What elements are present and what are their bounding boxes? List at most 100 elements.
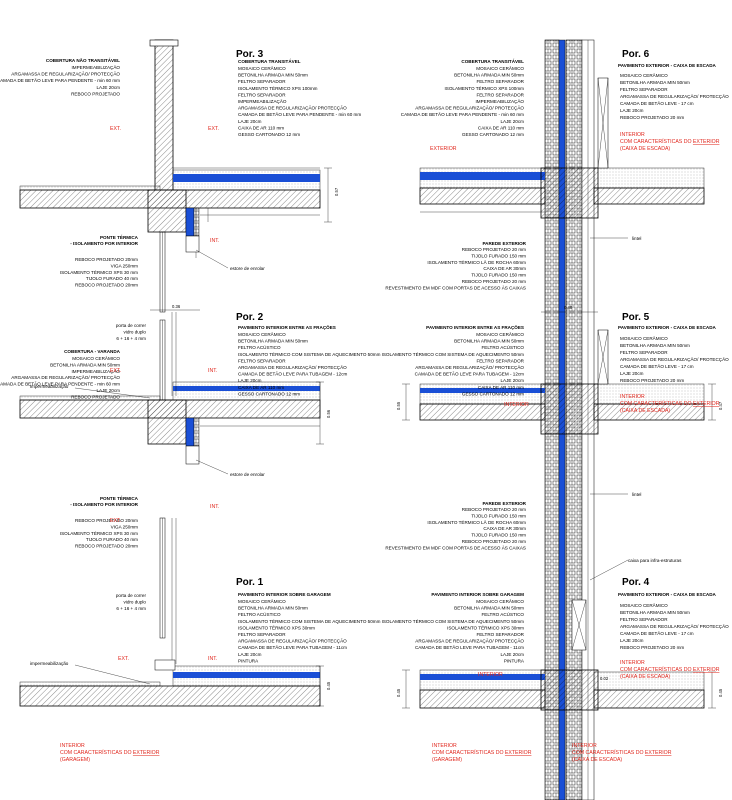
p4-dimension-left: 0.45: [396, 688, 401, 697]
p3-right-heading: COBERTURA TRANSITÁVEL: [238, 58, 301, 64]
note-line: IMPERMEABILIZAÇÃO: [72, 64, 121, 70]
note-line: ISOLAMENTO TÉRMICO COM SISTEMA DE AQUECI…: [382, 351, 525, 357]
note-line: ISOLAMENTO TÉRMICO XPS 100mm: [238, 85, 318, 91]
p6-exterior-label: EXTERIOR: [430, 146, 457, 152]
note-line: CAMADA DE BETÃO LEVE - 17 cm: [620, 100, 694, 106]
note-line: ARGAMASSA DE REGULARIZAÇÃO/ PROTECÇÃO: [620, 623, 729, 629]
p1-imperm-label: impermeabilização: [30, 661, 69, 666]
p6-insulation-layer: [420, 172, 545, 180]
note-line: IMPERMEABILIZAÇÃO: [238, 98, 287, 104]
p2-right-heading: PAVIMENTO INTERIOR ENTRE AS FRAÇÕES: [238, 324, 336, 330]
note-line: TIJOLO FURADO 40 mm: [86, 276, 138, 281]
note-line: CAMADA DE BETÃO LEVE - 17 cm: [620, 630, 694, 636]
p2-insulation-layer: [173, 386, 320, 391]
note-line: ISOLAMENTO TÉRMICO LÃ DE ROCHA 60mm: [427, 259, 526, 265]
p4-bottom-left-3: (GARAGEM): [432, 757, 462, 763]
p4-bottom-left-2: COM CARACTERÍSTICAS DO EXTERIOR: [432, 749, 532, 756]
note-line: CAIXA DE AR 110 mm: [238, 125, 284, 130]
note-line: BETONILHA ARMADA MIN 50mm: [620, 343, 690, 348]
p6-right-list: MOSAICO CERÂMICO BETONILHA ARMADA MIN 50m…: [620, 72, 729, 120]
p4-dimension-right: 0.45: [718, 688, 723, 697]
note-line: ARGAMASSA DE REGULARIZAÇÃO/ PROTECÇÃO: [415, 638, 524, 644]
note-line: BETONILHA ARMADA MIN 50mm: [238, 73, 308, 78]
note-line: LAJE 20cm: [501, 652, 525, 657]
note-line: ARGAMASSA DE REGULARIZAÇÃO/ PROTECÇÃO: [620, 93, 729, 99]
note-line: BETONILHA ARMADA MIN 50mm: [620, 80, 690, 85]
note-line: ISOLAMENTO TÉRMICO XPS 30mm: [447, 624, 524, 630]
p5-lintel-label: lintel: [632, 492, 641, 497]
note-line: PINTURA: [238, 658, 259, 663]
p2-estore-label: estore de enrolar: [230, 472, 265, 477]
p1-bottom-line-3: (GARAGEM): [60, 757, 90, 763]
note-line: FELTRO SEPARADOR: [476, 358, 524, 363]
note-line: MOSAICO CERÂMICO: [476, 65, 524, 71]
p3-bridge-heading-1: PONTE TÉRMICA: [100, 233, 139, 240]
note-line: ARGAMASSA DE REGULARIZAÇÃO/ PROTECÇÃO: [415, 364, 524, 370]
p6-right-heading: PAVIMENTO EXTERIOR - CAIXA DE ESCADA: [618, 63, 717, 68]
p1-ext-label: EXT.: [118, 656, 129, 662]
note-line: FELTRO ACÚSTICO: [238, 344, 281, 350]
p1-bottom-line-2: COM CARACTERÍSTICAS DO EXTERIOR: [60, 749, 160, 756]
p3-ext-label-right: EXT.: [208, 126, 219, 132]
note-line: MOSAICO CERÂMICO: [476, 331, 524, 337]
note-line: vidro duplo: [124, 600, 147, 605]
note-line: LAJE 20cm: [238, 378, 262, 383]
note-line: porta de correr: [116, 323, 147, 328]
note-line: REBOCO PROJETADO 20 mm: [620, 645, 684, 650]
note-line: ARGAMASSA DE REGULARIZAÇÃO/ PROTECÇÃO: [238, 364, 347, 370]
p2-title: Por. 2: [236, 312, 264, 323]
p5-slab: [419, 329, 705, 651]
p1-dimension: 0.45: [326, 681, 331, 690]
note-line: CAMADA DE BETÃO LEVE PARA TUBAGEM - 12cm: [238, 371, 348, 377]
p5-right-heading: PAVIMENTO EXTERIOR - CAIXA DE ESCADA: [618, 325, 717, 330]
note-line: GESSO CARTONADO 12 mm: [462, 132, 524, 137]
note-line: REBOCO PROJETADO: [71, 394, 120, 399]
note-line: CAMADA DE BETÃO LEVE PARA PENDENTE - min…: [0, 77, 120, 83]
note-line: ISOLAMENTO TÉRMICO COM SISTEMA DE AQUECI…: [238, 618, 381, 624]
note-line: BETONILHA ARMADA MIN 50mm: [50, 362, 120, 367]
p3-ext-label-left: EXT.: [110, 126, 121, 132]
note-line: FELTRO SEPARADOR: [620, 350, 668, 355]
note-line: CAIXA DE AR 110 mm: [238, 385, 284, 390]
p5-dimension-right: 0.47: [718, 401, 723, 410]
note-line: ISOLAMENTO TÉRMICO XPS 30mm: [238, 624, 315, 630]
note-line: REVESTIMENTO EM MDF COM PORTAS DE ACESSO…: [385, 544, 526, 550]
note-line: FELTRO SEPARADOR: [476, 632, 524, 637]
p3-left-heading: COBERTURA NÃO TRANSITÁVEL: [46, 57, 120, 63]
note-line: vidro duplo: [124, 330, 147, 335]
note-line: FELTRO SEPARADOR: [238, 92, 286, 97]
note-line: MOSAICO CERÂMICO: [238, 331, 286, 337]
note-line: LAJE 20cm: [501, 119, 525, 124]
note-line: REBOCO PROJETADO: [71, 91, 120, 96]
note-line: MOSAICO CERÂMICO: [620, 335, 668, 341]
p5-right-list: MOSAICO CERÂMICO BETONILHA ARMADA MIN 50m…: [620, 335, 729, 383]
p3-dimension: 0.57: [334, 187, 339, 196]
p3-int-label: INT.: [210, 238, 219, 244]
p4-bottom-right-1: INTERIOR: [572, 743, 597, 749]
p1-insulation-layer: [173, 672, 320, 678]
note-line: LAJE 20cm: [620, 638, 644, 643]
p4-bottom-left-1: INTERIOR: [432, 743, 457, 749]
note-line: TIJOLO FURADO 150 mm: [471, 273, 526, 278]
p2-dimension: 0.56: [326, 409, 331, 418]
p5-title: Por. 5: [622, 312, 650, 323]
note-line: CAMADA DE BETÃO LEVE PARA TUBAGEM - 12cm: [415, 371, 525, 377]
note-line: ARGAMASSA DE REGULARIZAÇÃO/ PROTECÇÃO: [415, 105, 524, 111]
note-line: LAJE 20cm: [238, 119, 262, 124]
note-line: LAJE 20cm: [620, 371, 644, 376]
p2-int-label-top: INT.: [208, 368, 217, 374]
note-line: MOSAICO CERÂMICO: [476, 598, 524, 604]
note-line: REBOCO PROJETADO 20mm: [75, 518, 138, 523]
note-line: CAMADA DE BETÃO LEVE PARA TUBAGEM - 11cm: [415, 644, 524, 650]
p5-wall-heading: PAREDE EXTERIOR: [482, 501, 526, 506]
p4-dimension-step: 0.02: [600, 676, 609, 681]
p5-box-label: caixa para infra-estruturas: [628, 558, 682, 563]
note-line: MOSAICO CERÂMICO: [620, 72, 668, 78]
